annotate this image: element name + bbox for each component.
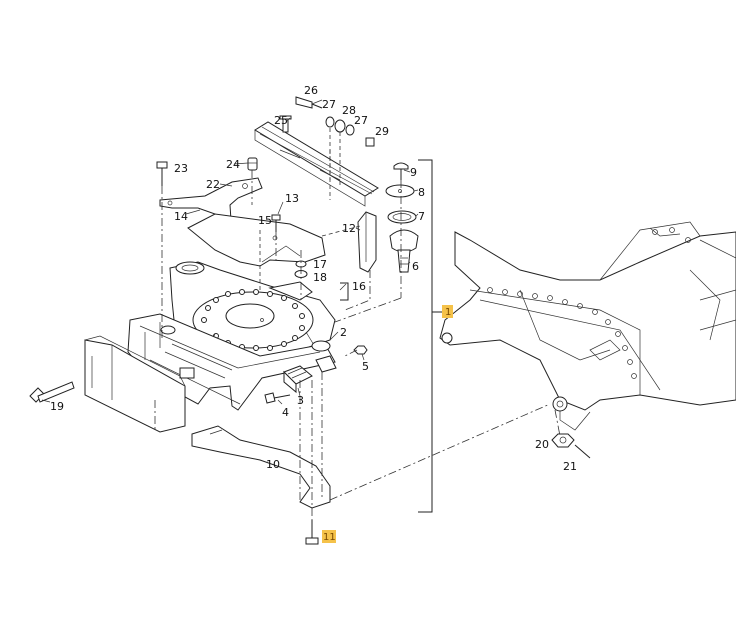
callout-5[interactable]: 5 (362, 360, 369, 373)
bolt-23 (156, 161, 168, 186)
callout-10[interactable]: 10 (266, 458, 280, 471)
bracket-16 (340, 282, 349, 301)
callout-23[interactable]: 23 (174, 162, 188, 175)
bolt-4 (264, 392, 291, 404)
callout-28[interactable]: 28 (342, 104, 356, 117)
block-3 (283, 365, 313, 394)
callout-13[interactable]: 13 (285, 192, 299, 205)
callout-2[interactable]: 2 (340, 326, 347, 339)
callout-9[interactable]: 9 (410, 166, 417, 179)
callout-1[interactable]: 1 (445, 307, 451, 318)
callout-4[interactable]: 4 (282, 406, 289, 419)
pin-9 (393, 162, 409, 180)
rail-assembly (254, 96, 379, 207)
leader-lines (41, 99, 419, 405)
callout-29[interactable]: 29 (375, 125, 389, 138)
nut-20 (551, 433, 575, 448)
callout-27b[interactable]: 27 (354, 114, 368, 127)
callout-21[interactable]: 21 (563, 460, 577, 473)
callout-8[interactable]: 8 (418, 186, 425, 199)
side-block (84, 335, 186, 433)
callout-26[interactable]: 26 (304, 84, 318, 97)
bolt-11 (305, 520, 319, 545)
callout-3[interactable]: 3 (297, 394, 304, 407)
washer-24 (247, 157, 258, 171)
callout-24[interactable]: 24 (226, 158, 240, 171)
callout-7[interactable]: 7 (418, 210, 425, 223)
callout-11-highlight (322, 530, 336, 543)
center-lines (154, 150, 561, 520)
plate-10 (191, 425, 331, 509)
callout-1-highlight (442, 305, 453, 318)
callout-25[interactable]: 25 (274, 114, 288, 127)
callout-18[interactable]: 18 (313, 271, 327, 284)
callout-16[interactable]: 16 (352, 280, 366, 293)
callout-labels: 1 2 3 4 5 6 7 8 9 10 11 12 13 14 15 16 1… (50, 84, 577, 543)
callout-1-bracket (418, 159, 442, 513)
callout-11[interactable]: 11 (323, 532, 336, 543)
callout-6[interactable]: 6 (412, 260, 419, 273)
callout-19[interactable]: 19 (50, 400, 64, 413)
callout-15[interactable]: 15 (258, 214, 272, 227)
callout-17[interactable]: 17 (313, 258, 327, 271)
main-frame (439, 221, 736, 431)
bolt-19 (29, 381, 75, 403)
bracket-12 (357, 211, 377, 273)
callout-27a[interactable]: 27 (322, 98, 336, 111)
callout-14[interactable]: 14 (174, 210, 188, 223)
ring-7 (387, 210, 417, 224)
pin-21 (574, 444, 591, 459)
disc-8 (385, 184, 415, 198)
callout-20[interactable]: 20 (535, 438, 549, 451)
callout-12[interactable]: 12 (342, 222, 356, 235)
frame-hole-row (487, 227, 691, 379)
plate-13 (187, 213, 326, 267)
bolt-15 (271, 214, 281, 232)
callout-22[interactable]: 22 (206, 178, 220, 191)
nut-5 (353, 345, 368, 355)
